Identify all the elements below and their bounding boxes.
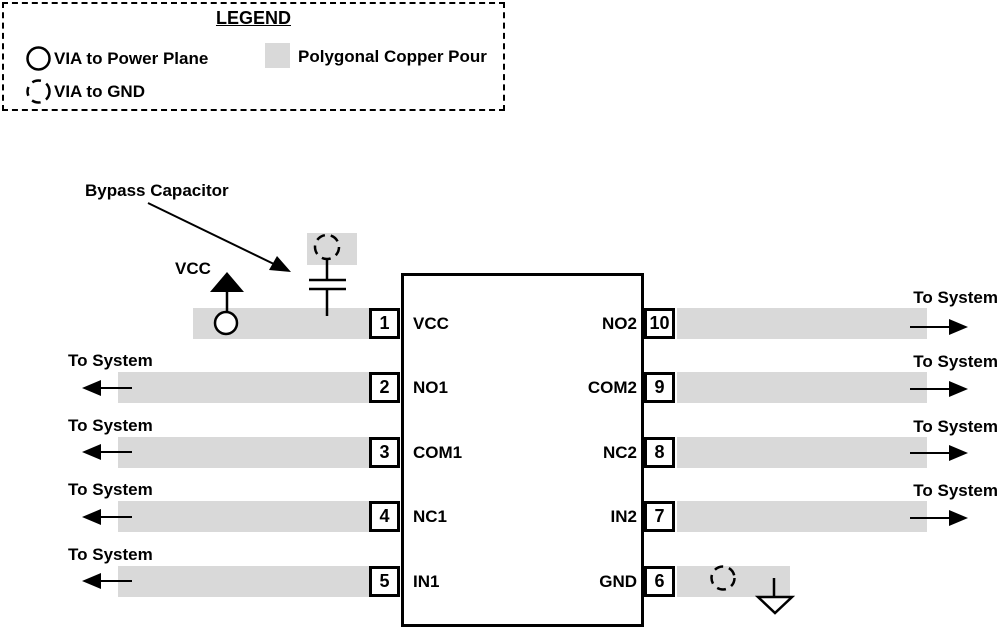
copper-pour-pin5 <box>118 566 369 597</box>
capacitor-icon <box>309 259 346 316</box>
pin-box-8: 8 <box>644 437 675 468</box>
copper-pour-pin2 <box>118 372 369 403</box>
via-gnd-icon <box>313 233 341 261</box>
copper-pour-pin8 <box>677 437 927 468</box>
pin-box-5: 5 <box>369 566 400 597</box>
ic-body <box>401 273 644 627</box>
via-power-icon <box>26 46 51 71</box>
arrow-left-icon <box>82 509 132 525</box>
via-gnd-icon <box>26 79 51 104</box>
pin-name-nc1: NC1 <box>413 507 448 526</box>
pin-box-10: 10 <box>644 308 675 339</box>
pin-name-vcc: VCC <box>413 314 449 333</box>
via-power-icon <box>213 310 239 336</box>
via-gnd-icon <box>710 565 736 591</box>
pin-box-6: 6 <box>644 566 675 597</box>
copper-pour-pin9 <box>677 372 927 403</box>
to-system-label: To System <box>68 545 153 564</box>
copper-pour-pin7 <box>677 501 927 532</box>
vcc-label: VCC <box>175 259 211 278</box>
legend-item-label: VIA to Power Plane <box>54 49 209 68</box>
arrow-right-icon <box>910 445 968 461</box>
copper-pour-swatch-icon <box>265 43 290 68</box>
copper-pour-pin10 <box>677 308 927 339</box>
arrow-left-icon <box>82 380 132 396</box>
pin-box-7: 7 <box>644 501 675 532</box>
to-system-label: To System <box>68 480 153 499</box>
pin-box-2: 2 <box>369 372 400 403</box>
pin-box-4: 4 <box>369 501 400 532</box>
arrow-right-icon <box>910 319 968 335</box>
legend-item-label: VIA to GND <box>54 82 145 101</box>
bypass-capacitor-pointer-icon <box>147 202 291 272</box>
to-system-label: To System <box>913 288 998 307</box>
bypass-capacitor-label: Bypass Capacitor <box>85 181 229 200</box>
pin-name-in1: IN1 <box>413 572 440 591</box>
copper-pour-pin3 <box>118 437 369 468</box>
legend-box: LEGEND VIA to Power Plane VIA to GND Pol… <box>2 2 505 111</box>
legend-item-label: Polygonal Copper Pour <box>298 47 487 66</box>
arrow-left-icon <box>82 444 132 460</box>
copper-pour-pin4 <box>118 501 369 532</box>
to-system-label: To System <box>913 481 998 500</box>
to-system-label: To System <box>913 352 998 371</box>
to-system-label: To System <box>913 417 998 436</box>
arrow-right-icon <box>910 510 968 526</box>
pin-name-no2: NO2 <box>602 314 637 333</box>
pin-name-com1: COM1 <box>413 443 463 462</box>
pin-name-com2: COM2 <box>587 378 637 397</box>
legend-title: LEGEND <box>215 8 291 28</box>
to-system-label: To System <box>68 351 153 370</box>
vcc-arrow-icon <box>210 272 244 313</box>
arrow-right-icon <box>910 381 968 397</box>
gnd-symbol-icon <box>754 578 796 615</box>
arrow-left-icon <box>82 573 132 589</box>
pin-box-1: 1 <box>369 308 400 339</box>
pin-name-gnd: GND <box>599 572 637 591</box>
pin-name-no1: NO1 <box>413 378 448 397</box>
pin-name-in2: IN2 <box>610 507 637 526</box>
pin-box-9: 9 <box>644 372 675 403</box>
pin-box-3: 3 <box>369 437 400 468</box>
to-system-label: To System <box>68 416 153 435</box>
pin-name-nc2: NC2 <box>602 443 637 462</box>
